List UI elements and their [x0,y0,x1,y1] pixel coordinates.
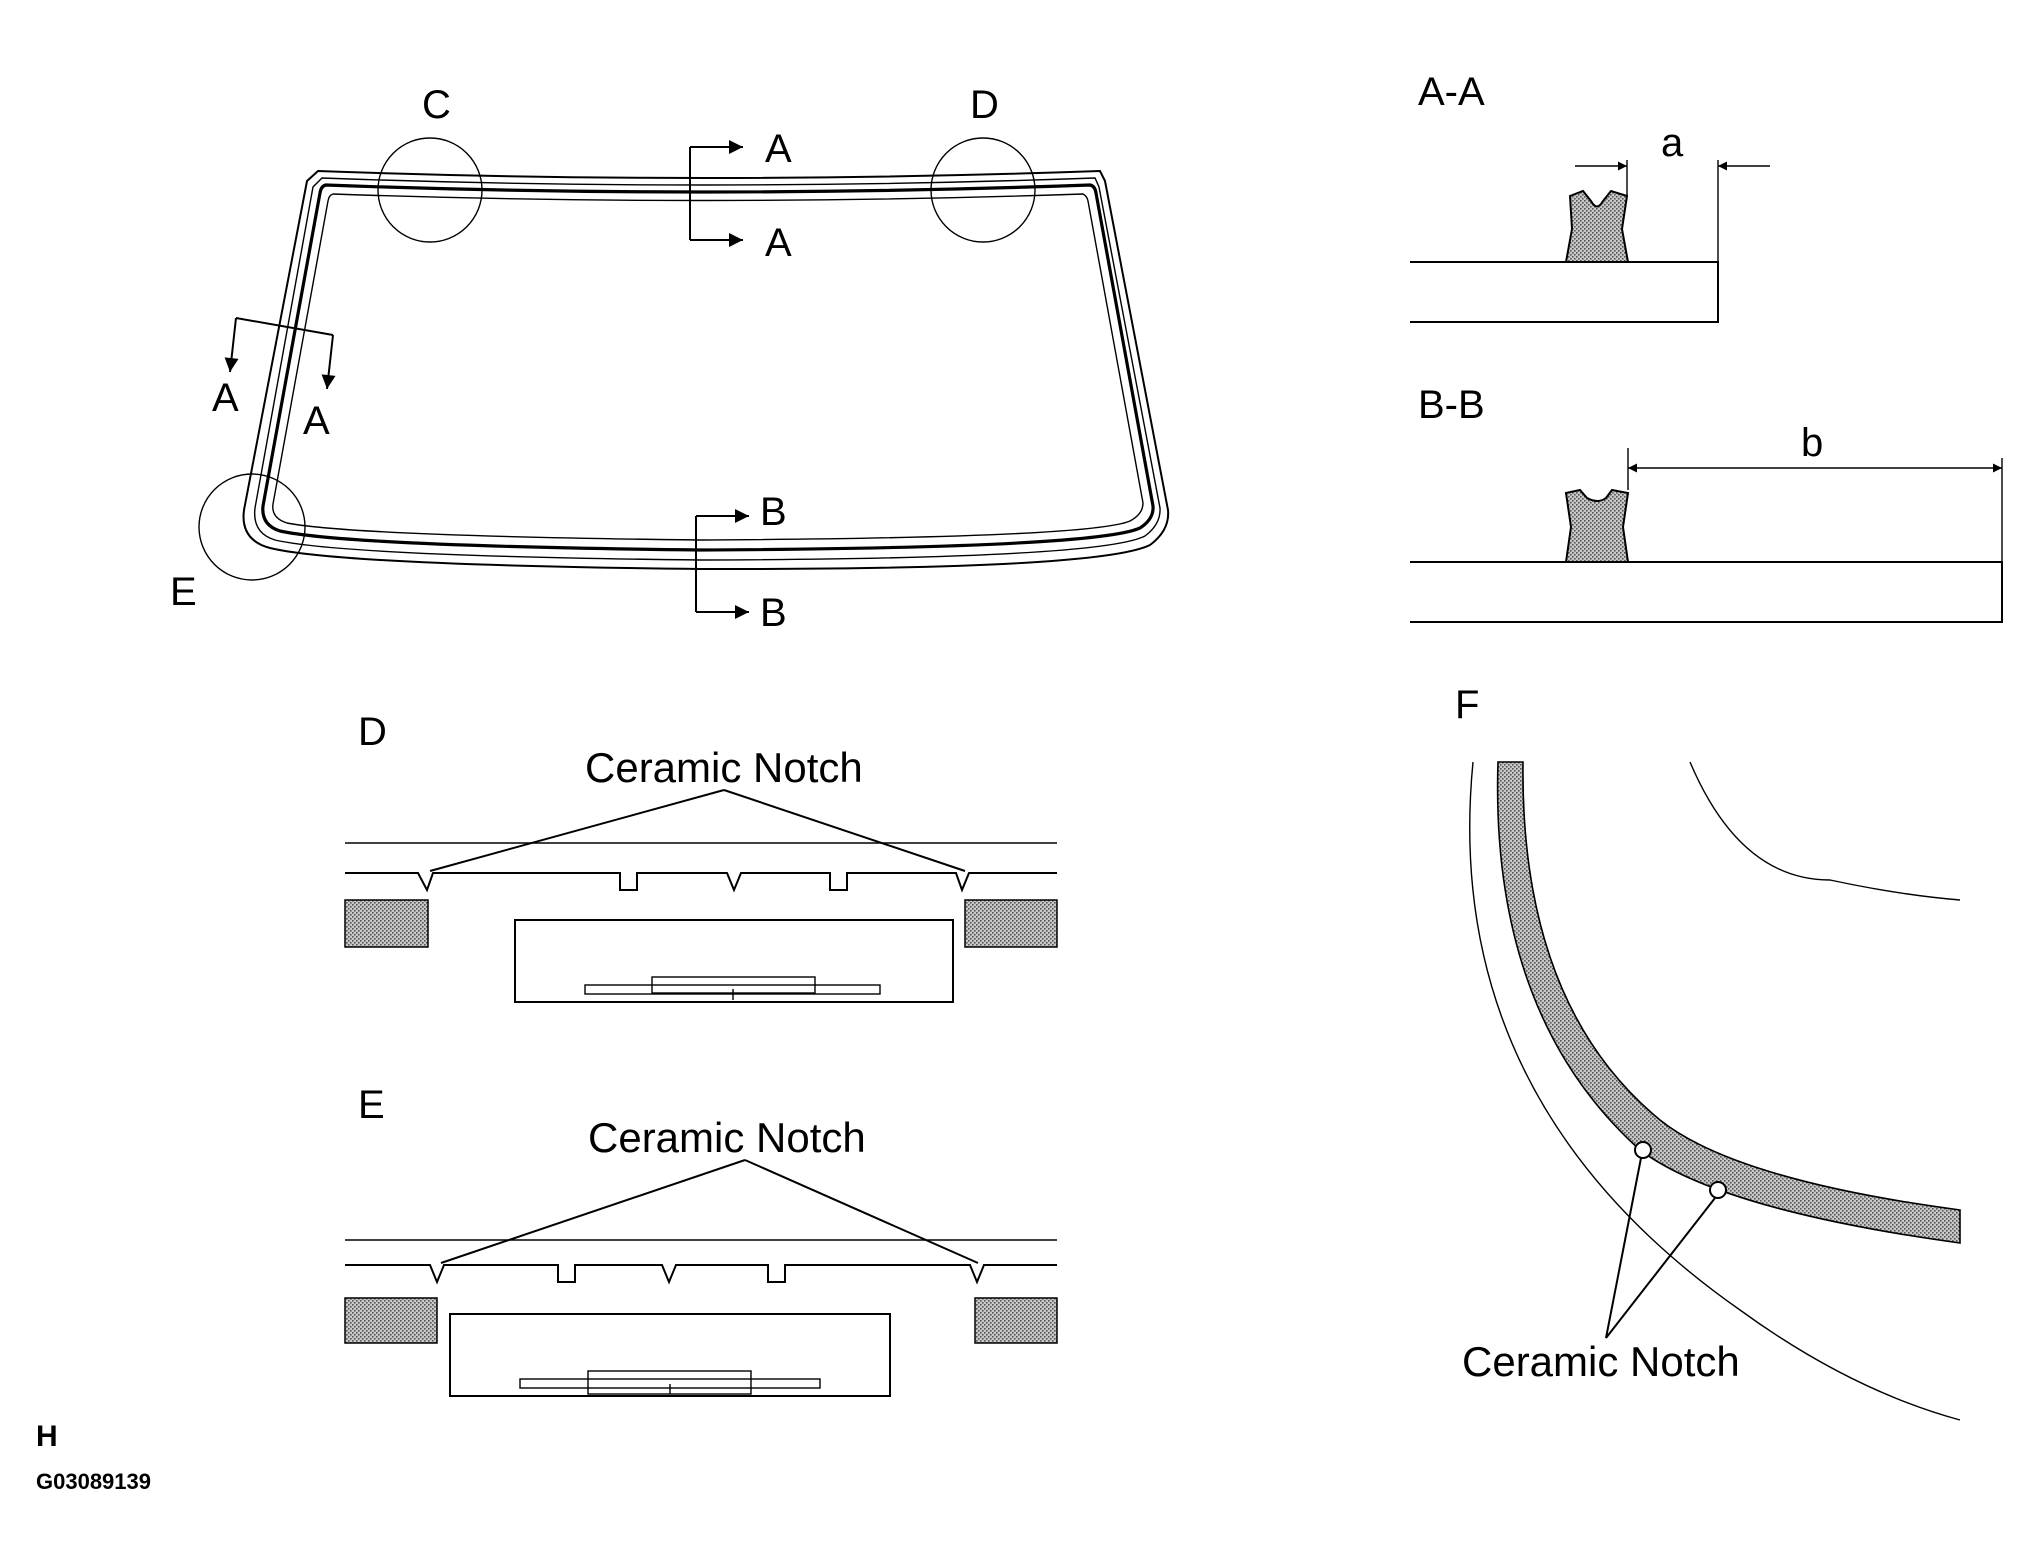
f-pointer-1 [1605,1157,1642,1339]
molding-outer-line [253,177,1161,561]
detail-circle-d[interactable] [930,137,1036,243]
label-section-a-top-2: A [765,221,792,265]
f-inner-edge-curve [1689,761,1961,901]
f-pointer-2 [1605,1197,1716,1339]
label-dim-b: b [1801,421,1823,465]
d-right-body-block [964,899,1058,948]
detail-view-d: D Ceramic Notch [344,710,1058,1003]
f-molding-band[interactable] [1496,761,1961,1244]
label-detail-d: D [970,83,999,127]
section-cut-line-left [235,317,334,336]
aa-molding-profile[interactable] [1564,189,1630,263]
glass-outer-edge [242,169,1170,571]
e-left-body-block [344,1297,438,1344]
detail-circle-c[interactable] [377,137,483,243]
d-left-body-block [344,899,429,948]
label-ceramic-notch-d: Ceramic Notch [585,744,863,791]
label-section-a-left-1: A [212,376,239,420]
section-view-bb: B-B b [1410,383,2003,623]
aa-glass-panel [1410,261,1719,323]
detail-circle-e[interactable] [198,473,306,581]
label-corner-h: H [36,1420,58,1453]
label-section-b-1: B [760,490,787,534]
bb-glass-panel [1410,561,2003,623]
ceramic-border-line [272,193,1144,541]
label-ceramic-notch-f: Ceramic Notch [1462,1338,1740,1385]
bb-molding-profile[interactable] [1564,488,1630,563]
e-bracket-box [449,1313,891,1397]
label-view-bb: B-B [1418,383,1485,427]
label-dim-a: a [1661,121,1684,165]
label-detail-c: C [422,83,451,127]
label-ceramic-notch-e: Ceramic Notch [588,1114,866,1161]
d-pointer-left [429,789,725,872]
d-molding-edge-line[interactable] [345,872,1057,893]
e-pointer-left [440,1159,746,1264]
e-molding-edge-line[interactable] [345,1264,1057,1285]
section-arrow-a-left-1 [224,317,239,373]
d-bracket-box [514,919,954,1003]
f-ceramic-notch-1[interactable] [1634,1141,1652,1159]
label-section-a-top-1: A [765,127,792,171]
molding-inner-line[interactable] [261,183,1155,552]
section-view-aa: A-A a [1410,70,1770,323]
detail-view-f: F Ceramic Notch [1455,683,1961,1421]
label-view-e: E [358,1083,385,1127]
d-pointer-right [723,789,966,872]
windshield-overview: C D E A A A A B B [170,83,1170,635]
section-arrow-a-left-2 [321,334,336,390]
f-ceramic-notch-2[interactable] [1709,1181,1727,1199]
f-glass-outer-curve [1469,761,1961,1421]
label-detail-e: E [170,570,197,614]
e-right-body-block [974,1297,1058,1344]
label-view-f: F [1455,683,1479,727]
label-view-aa: A-A [1418,70,1485,114]
detail-view-e: E Ceramic Notch [344,1083,1058,1397]
e-pointer-right [744,1159,979,1264]
figure-code: G03089139 [36,1469,151,1494]
label-section-a-left-2: A [303,399,330,443]
label-view-d: D [358,710,387,754]
label-section-b-2: B [760,591,787,635]
